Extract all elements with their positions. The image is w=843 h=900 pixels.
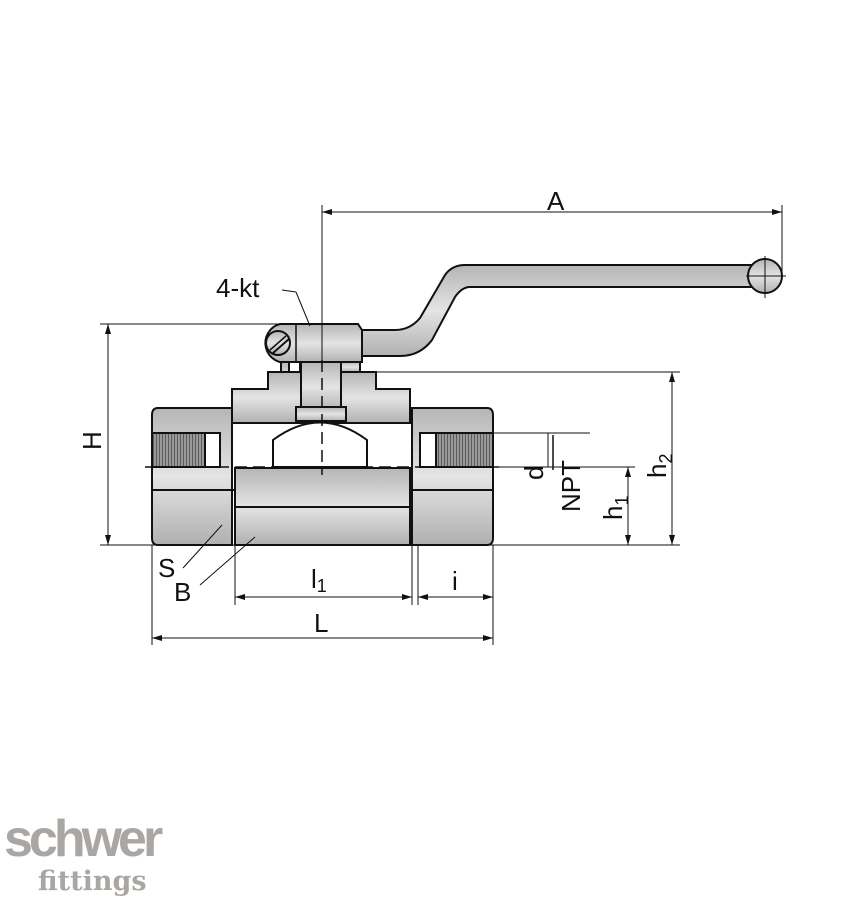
label-B: B	[174, 577, 191, 607]
label-NPT: NPT	[556, 460, 586, 512]
svg-text:schwer: schwer	[4, 810, 163, 868]
left-end	[151, 407, 233, 546]
label-i: i	[452, 566, 458, 596]
label-A: A	[547, 186, 565, 216]
label-4-kt: 4-kt	[216, 273, 260, 303]
right-thread	[435, 432, 494, 468]
svg-text:fittings: fittings	[38, 866, 147, 897]
label-l1: l1	[311, 564, 327, 596]
label-d: d	[519, 466, 549, 480]
left-thread	[151, 432, 206, 468]
handle-lever	[354, 264, 753, 357]
schwer-fittings-logo: schwer fittings	[4, 810, 167, 897]
label-L: L	[314, 608, 328, 638]
label-h1: h1	[598, 496, 632, 520]
ball	[272, 421, 368, 468]
label-H: H	[77, 431, 107, 450]
right-end	[411, 407, 494, 546]
label-h2: h2	[642, 454, 676, 478]
label-S: S	[158, 553, 175, 583]
